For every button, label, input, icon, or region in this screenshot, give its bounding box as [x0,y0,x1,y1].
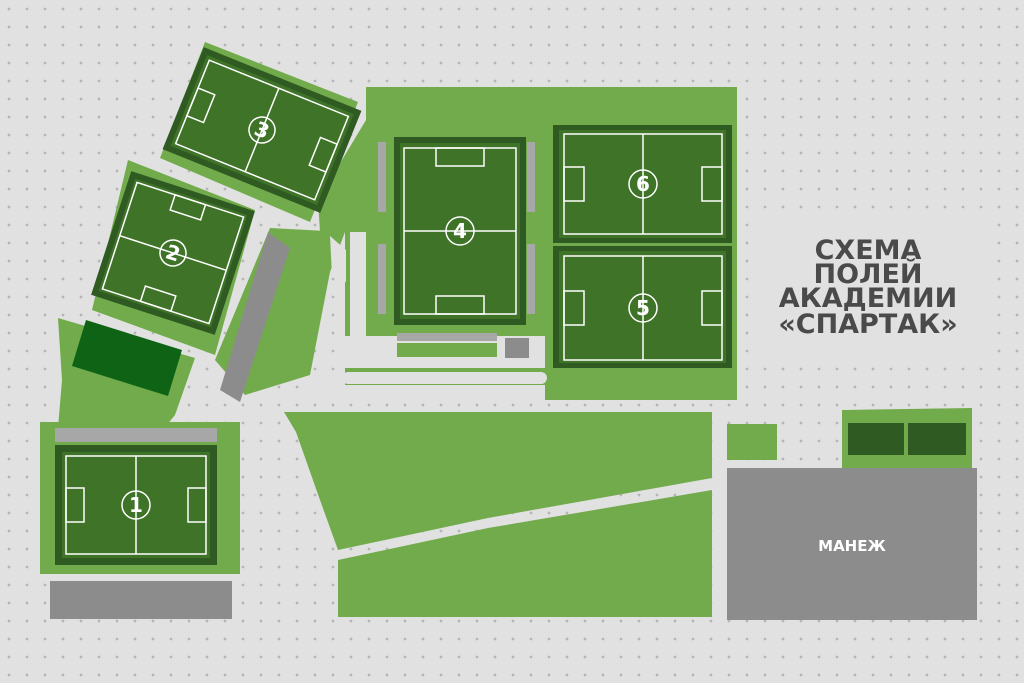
title-line-4: «СПАРТАК» [778,309,957,340]
manege-label: МАНЕЖ [818,537,886,555]
buildings [50,142,535,619]
training-area-right-2 [908,423,966,455]
field-6-number: 6 [636,172,650,196]
field-6[interactable]: 6 [553,125,732,243]
map-title: СХЕМА ПОЛЕЙ АКАДЕМИИ «СПАРТАК» [778,235,957,340]
field-4-number: 4 [453,219,467,243]
field-5[interactable]: 5 [553,246,732,368]
training-area-dark [72,320,182,396]
field-3[interactable]: 3 [162,47,362,213]
title-panel [752,212,988,360]
field-1-number: 1 [129,493,143,517]
paths [300,232,547,400]
training-area-right-1 [848,423,904,455]
title-line-3: АКАДЕМИИ [779,283,957,314]
manege-building [727,468,977,620]
field-1[interactable]: 1 [55,445,217,565]
field-5-number: 5 [636,296,650,320]
title-line-2: ПОЛЕЙ [813,258,922,290]
title-line-1: СХЕМА [815,235,922,266]
field-4[interactable]: 4 [394,137,526,325]
field-2[interactable]: 2 [91,171,255,335]
